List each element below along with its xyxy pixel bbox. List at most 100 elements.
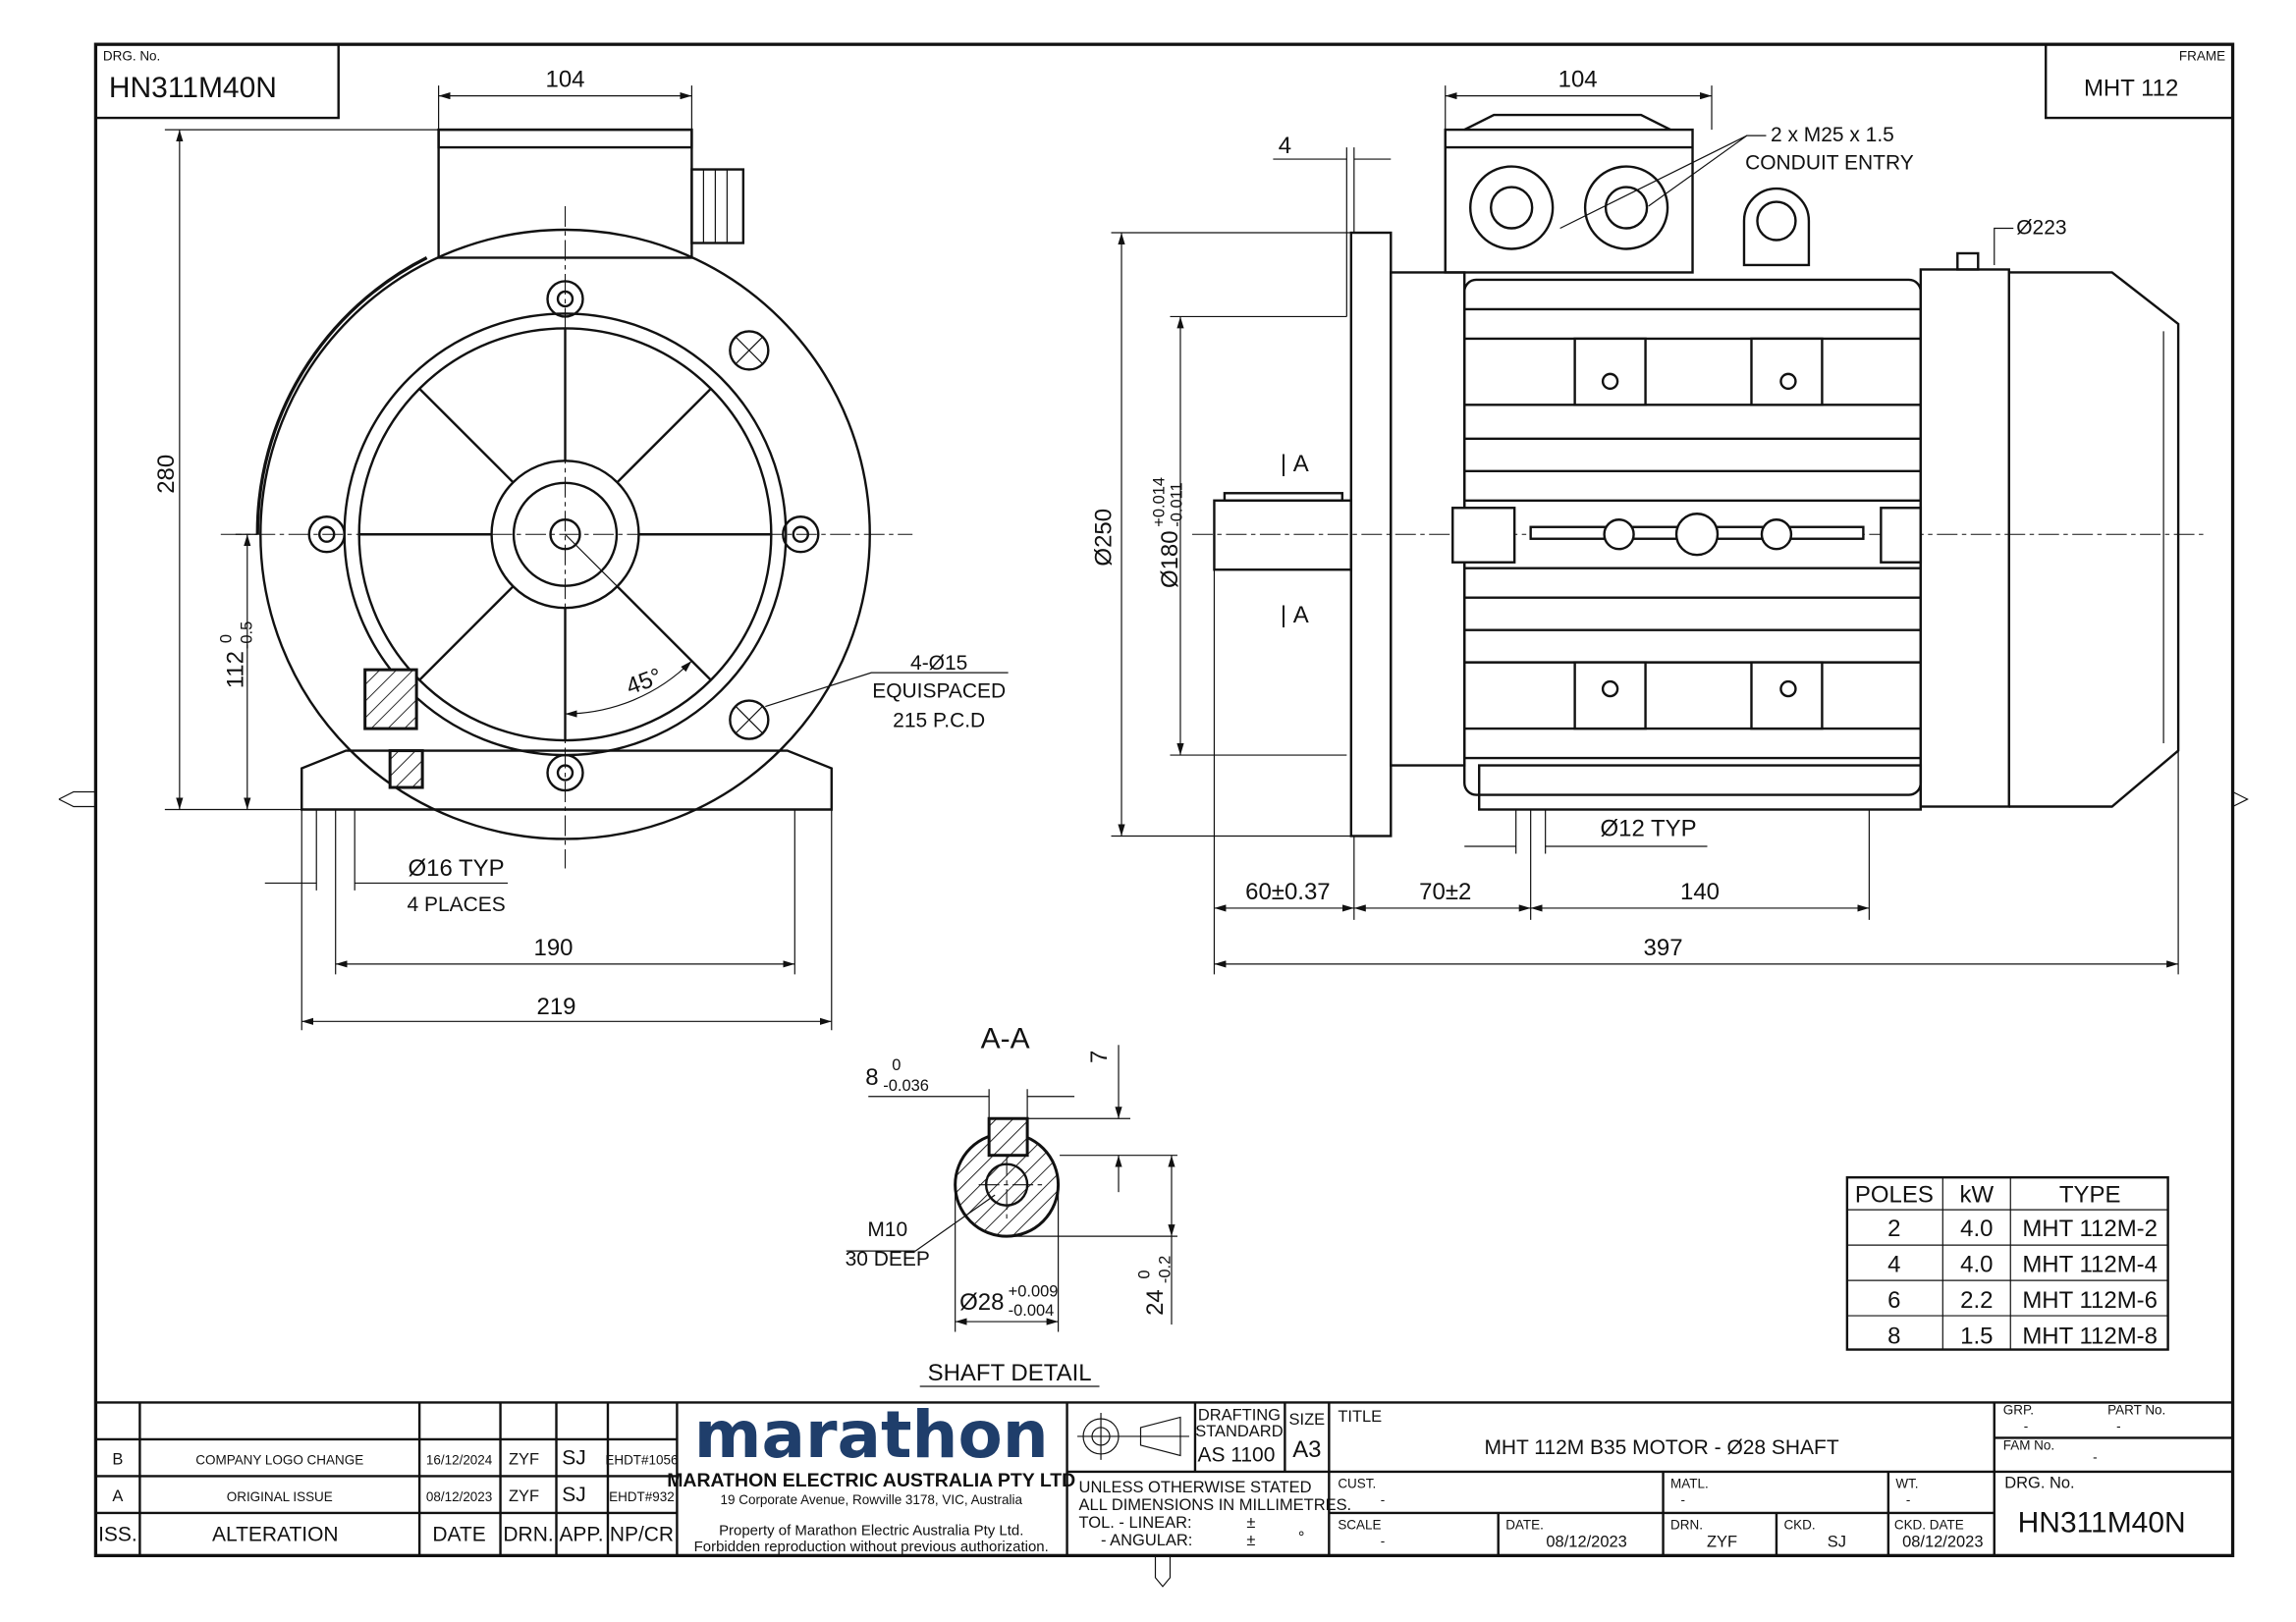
svg-text:SCALE: SCALE	[1338, 1517, 1381, 1532]
svg-text:70±2: 70±2	[1419, 879, 1471, 905]
svg-text:CONDUIT ENTRY: CONDUIT ENTRY	[1745, 152, 1914, 175]
revision-cell: ZYF	[509, 1450, 539, 1468]
svg-text:+0.009: +0.009	[1009, 1283, 1059, 1301]
svg-text:CKD.: CKD.	[1783, 1517, 1815, 1532]
svg-text:112: 112	[222, 651, 248, 688]
revision-cell: 16/12/2024	[426, 1452, 493, 1467]
foot-pads	[1451, 337, 1923, 730]
svg-text:ALTERATION: ALTERATION	[212, 1523, 339, 1545]
svg-text:397: 397	[1644, 935, 1683, 961]
svg-text:8: 8	[865, 1064, 878, 1091]
svg-text:60±0.37: 60±0.37	[1245, 879, 1330, 905]
svg-text:NP/CR: NP/CR	[610, 1523, 674, 1545]
svg-text:7: 7	[1086, 1051, 1113, 1063]
svg-text:4-Ø15: 4-Ø15	[910, 652, 967, 675]
side-view: 104 4 2 x M25 x 1.5 CONDUIT ENTRY Ø223 Ø…	[1091, 67, 2209, 975]
svg-text:-0.2: -0.2	[1156, 1256, 1174, 1283]
flange-holes	[729, 330, 770, 740]
svg-text:0: 0	[1135, 1270, 1153, 1278]
third-angle-projection-icon	[1077, 1412, 1189, 1460]
svg-text:4: 4	[1279, 133, 1291, 159]
svg-text:104: 104	[1558, 67, 1598, 93]
table-cell: MHT 112M-2	[2022, 1216, 2158, 1242]
svg-text:MARATHON ELECTRIC AUSTRALIA PT: MARATHON ELECTRIC AUSTRALIA PTY LTD	[667, 1470, 1075, 1491]
svg-text:CUST.: CUST.	[1338, 1476, 1376, 1490]
bolt-holes	[307, 280, 820, 792]
table-cell: 4	[1887, 1252, 1900, 1278]
svg-text:Ø16 TYP: Ø16 TYP	[409, 855, 505, 882]
svg-text:Ø28: Ø28	[959, 1289, 1004, 1316]
svg-text:- ANGULAR:: - ANGULAR:	[1101, 1532, 1192, 1549]
svg-text:19 Corporate Avenue, Rowville: 19 Corporate Avenue, Rowville 3178, VIC,…	[721, 1492, 1023, 1507]
svg-text:FAM No.: FAM No.	[2003, 1437, 2054, 1452]
svg-text:SIZE: SIZE	[1289, 1411, 1326, 1429]
table-cell: MHT 112M-8	[2022, 1323, 2158, 1349]
svg-text:45°: 45°	[623, 663, 665, 700]
svg-text:DRG. No.: DRG. No.	[103, 49, 160, 64]
svg-text:GRP.: GRP.	[2003, 1402, 2034, 1417]
shaft-detail: A-A 8 0 -0.036 7 24 0 -0.2 M10 30 DEEP Ø…	[846, 1022, 1177, 1387]
key	[987, 1116, 1029, 1158]
table-cell: 8	[1887, 1323, 1900, 1349]
svg-text:DRG. No.: DRG. No.	[2004, 1474, 2074, 1491]
drawing-border	[93, 42, 2235, 1557]
svg-text:STANDARD: STANDARD	[1195, 1423, 1283, 1440]
revision-cell: EHDT#1056	[605, 1452, 678, 1467]
lifting-eye	[1742, 187, 1811, 267]
svg-text:AS 1100: AS 1100	[1197, 1443, 1275, 1466]
svg-text:-0.5: -0.5	[238, 622, 255, 649]
svg-text:08/12/2023: 08/12/2023	[1902, 1533, 1983, 1550]
svg-text:MHT 112: MHT 112	[2084, 76, 2178, 102]
svg-text:-: -	[2116, 1419, 2121, 1433]
svg-text:ALL DIMENSIONS IN MILLIMETRES.: ALL DIMENSIONS IN MILLIMETRES.	[1079, 1496, 1352, 1514]
revision-cell: SJ	[562, 1446, 585, 1469]
flange-outline	[259, 228, 871, 840]
svg-text:EQUISPACED: EQUISPACED	[872, 680, 1006, 703]
table-cell: 4.0	[1960, 1252, 1993, 1278]
svg-text:215 P.C.D: 215 P.C.D	[893, 710, 985, 732]
svg-text:-: -	[2093, 1449, 2098, 1464]
svg-text:DATE.: DATE.	[1505, 1517, 1544, 1532]
svg-text:-: -	[1681, 1492, 1686, 1507]
revision-cell: ORIGINAL ISSUE	[227, 1489, 333, 1504]
svg-text:Property of Marathon Electric: Property of Marathon Electric Australia …	[719, 1522, 1023, 1539]
revision-cell: EHDT#932	[609, 1489, 675, 1504]
svg-text:ISS.: ISS.	[98, 1523, 137, 1545]
svg-text:kW: kW	[1959, 1182, 1994, 1209]
svg-text:MHT 112M B35 MOTOR - Ø28 SHAF: MHT 112M B35 MOTOR - Ø28 SHAFT	[1484, 1436, 1838, 1459]
svg-text:104: 104	[546, 67, 585, 93]
revision-cell: COMPANY LOGO CHANGE	[195, 1452, 363, 1467]
section-mark-lower: | A	[1281, 602, 1309, 628]
svg-text:-: -	[1906, 1492, 1911, 1507]
svg-text:Ø250: Ø250	[1091, 509, 1118, 567]
svg-text:±: ±	[1246, 1514, 1255, 1532]
svg-text:DRAFTING: DRAFTING	[1198, 1406, 1281, 1424]
svg-text:TITLE: TITLE	[1338, 1408, 1382, 1426]
revision-cell: B	[112, 1450, 123, 1468]
terminal-box-side	[1444, 128, 1694, 274]
svg-text:HN311M40N: HN311M40N	[2018, 1506, 2186, 1539]
svg-text:ZYF: ZYF	[1707, 1533, 1737, 1550]
table-cell: 4.0	[1960, 1216, 1993, 1242]
drg-number-box: DRG. No. HN311M40N	[95, 44, 340, 120]
svg-text:Forbidden reproduction without: Forbidden reproduction without previous …	[694, 1539, 1049, 1555]
svg-text:A-A: A-A	[981, 1022, 1030, 1054]
svg-text:24: 24	[1142, 1289, 1169, 1316]
svg-text:Ø180: Ø180	[1157, 530, 1183, 588]
svg-text:0: 0	[892, 1056, 901, 1074]
svg-text:-: -	[2024, 1419, 2029, 1433]
svg-text:-0.036: -0.036	[883, 1077, 929, 1095]
shaft	[1213, 499, 1353, 571]
svg-text:4 PLACES: 4 PLACES	[407, 893, 505, 916]
front-view: 45° 104 280 112 0 -0.5 Ø16 TYP 4 PLACES …	[153, 67, 1009, 1031]
section-mark-upper: | A	[1281, 451, 1309, 477]
svg-text:08/12/2023: 08/12/2023	[1546, 1533, 1626, 1550]
svg-text:WT.: WT.	[1895, 1476, 1918, 1490]
svg-text:140: 140	[1680, 879, 1720, 905]
svg-text:TYPE: TYPE	[2059, 1182, 2121, 1209]
svg-text:+0.014: +0.014	[1150, 477, 1168, 527]
table-cell: MHT 112M-4	[2022, 1252, 2158, 1278]
